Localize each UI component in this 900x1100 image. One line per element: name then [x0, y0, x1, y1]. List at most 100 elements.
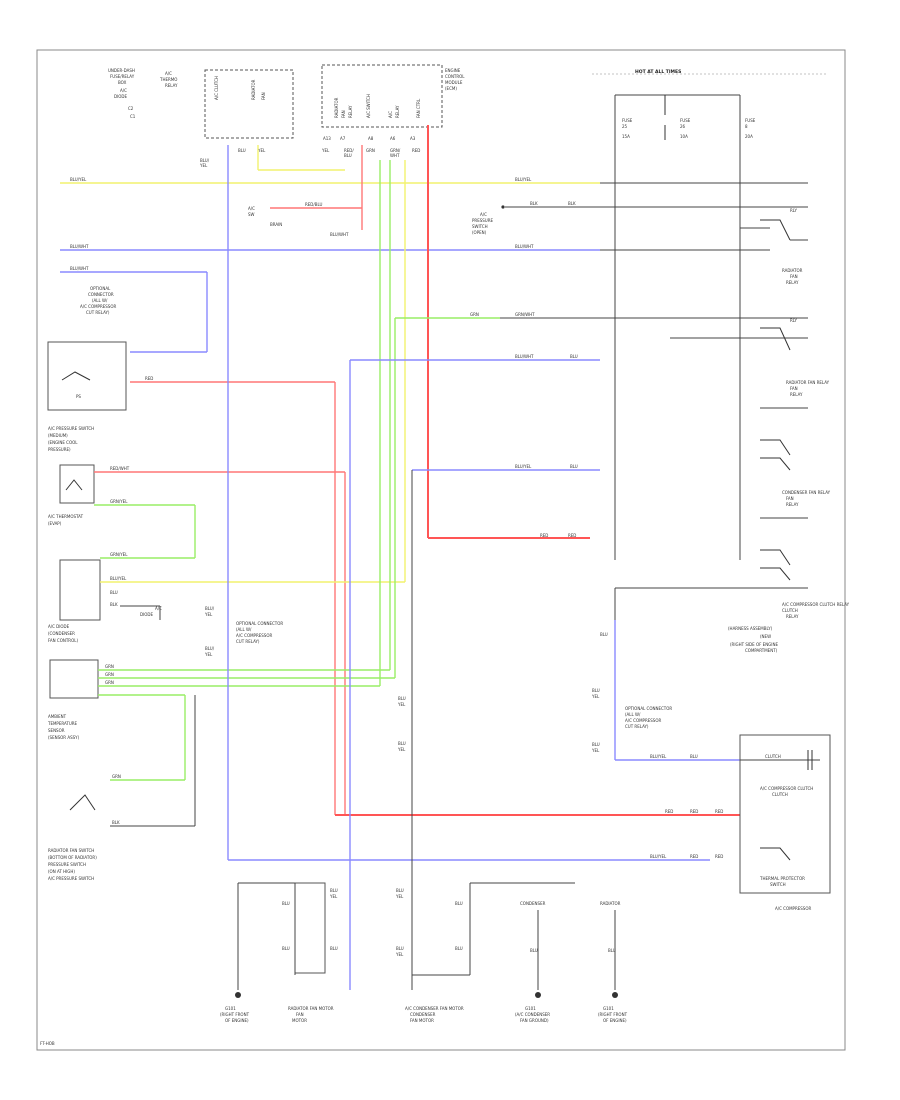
svg-text:A13: A13: [323, 136, 331, 141]
svg-text:(BOTTOM OF RADIATOR): (BOTTOM OF RADIATOR): [48, 855, 97, 860]
svg-text:RELAY: RELAY: [165, 83, 178, 88]
label-g101-a: G101: [225, 1006, 236, 1011]
svg-text:A3: A3: [410, 136, 416, 141]
svg-text:26: 26: [680, 124, 686, 129]
svg-text:RELAY: RELAY: [786, 280, 799, 285]
svg-text:YEL: YEL: [591, 694, 600, 699]
svg-text:(EVAP): (EVAP): [48, 521, 62, 526]
label-radiator-fan-relay: RADIATOR FAN RELAY: [786, 380, 830, 385]
label-radiator-fan-motor: RADIATOR FAN MOTOR: [288, 1006, 334, 1011]
label-ac-pressure-switch-2: A/C PRESSURE SWITCH: [48, 876, 94, 881]
svg-text:BLU/: BLU/: [200, 158, 210, 163]
svg-text:FAN: FAN: [786, 496, 794, 501]
svg-text:RADIATOR: RADIATOR: [251, 79, 256, 100]
svg-text:RELAY: RELAY: [395, 105, 400, 118]
center-vertical-wires: A/C SW RED/BLU BRAIN BLU/WHT BLU/WHT BLU…: [204, 125, 808, 990]
svg-text:BLU/: BLU/: [205, 606, 215, 611]
svg-text:15A: 15A: [622, 134, 630, 139]
right-relays: RLY RADIATOR FAN RELAY FAN RELAY CONDENS…: [591, 318, 850, 761]
svg-text:YEL: YEL: [395, 894, 404, 899]
svg-text:YEL: YEL: [397, 747, 406, 752]
svg-text:GRN: GRN: [105, 680, 114, 685]
svg-text:FAN: FAN: [341, 110, 346, 118]
svg-text:FUSE: FUSE: [680, 118, 691, 123]
svg-text:A/C SWITCH: A/C SWITCH: [366, 94, 371, 118]
svg-text:BLU/WHT: BLU/WHT: [515, 244, 534, 249]
green-sensor-wiring: GRN/YEL GRN/YEL BLU/YEL BLU BLK A/C DIOD…: [59, 160, 406, 621]
label-ac-diode: A/C DIODE: [48, 624, 70, 629]
svg-text:BLK: BLK: [110, 602, 118, 607]
svg-text:RED: RED: [412, 148, 420, 153]
svg-text:(ALL W/: (ALL W/: [625, 712, 641, 717]
svg-text:OPTIONAL: OPTIONAL: [90, 286, 111, 291]
label-g101-c: G101: [603, 1006, 614, 1011]
svg-text:GRN/YEL: GRN/YEL: [110, 552, 128, 557]
label-ac-compressor: A/C COMPRESSOR: [775, 906, 811, 911]
svg-text:OPTIONAL CONNECTOR: OPTIONAL CONNECTOR: [625, 706, 672, 711]
svg-text:RED: RED: [690, 854, 698, 859]
svg-text:BLU/YEL: BLU/YEL: [110, 576, 127, 581]
svg-text:BLK: BLK: [530, 201, 538, 206]
svg-text:RED/BLU: RED/BLU: [305, 202, 323, 207]
svg-text:FAN CONTROL): FAN CONTROL): [48, 638, 78, 643]
svg-text:BLU/WHT: BLU/WHT: [515, 354, 534, 359]
svg-text:DIODE: DIODE: [140, 612, 153, 617]
svg-text:(MEDIUM): (MEDIUM): [48, 433, 68, 438]
svg-text:(ECM): (ECM): [445, 86, 457, 91]
radiator-fan-relay: RLY RADIATOR FAN RELAY: [740, 208, 808, 285]
radiator-fan-switch: GRN BLK RADIATOR FAN SWITCH (BOTTOM OF R…: [48, 694, 196, 881]
diagram-frame: [36, 49, 846, 1051]
svg-text:BLU: BLU: [608, 948, 616, 953]
svg-text:OF ENGINE): OF ENGINE): [225, 1018, 249, 1023]
svg-text:BLU: BLU: [344, 153, 352, 158]
svg-text:PRESSURE: PRESSURE: [472, 218, 494, 223]
svg-text:BLU: BLU: [592, 742, 600, 747]
svg-text:FAN: FAN: [296, 1012, 304, 1017]
svg-text:YEL: YEL: [199, 163, 208, 168]
svg-text:RED: RED: [690, 809, 698, 814]
svg-text:BLU: BLU: [396, 946, 404, 951]
svg-text:(ALL W/: (ALL W/: [236, 627, 252, 632]
svg-text:C2: C2: [128, 106, 134, 111]
svg-text:YEL: YEL: [329, 894, 338, 899]
svg-text:RELAY: RELAY: [348, 105, 353, 118]
svg-text:PRESSURE SWITCH: PRESSURE SWITCH: [48, 862, 86, 867]
svg-text:BLU: BLU: [330, 888, 338, 893]
svg-text:CONDENSER: CONDENSER: [520, 901, 546, 906]
svg-text:YEL: YEL: [397, 702, 406, 707]
svg-text:SW: SW: [248, 212, 255, 217]
label-ac-pressure-switch: A/C PRESSURE SWITCH: [48, 426, 94, 431]
label-condenser-fan-motor: A/C CONDENSER FAN MOTOR: [405, 1006, 464, 1011]
svg-text:PS: PS: [76, 394, 81, 399]
svg-text:CONNECTOR: CONNECTOR: [88, 292, 114, 297]
svg-text:A/C COMPRESSOR: A/C COMPRESSOR: [625, 718, 661, 723]
svg-text:GRN: GRN: [105, 664, 114, 669]
svg-text:BLU: BLU: [570, 354, 578, 359]
svg-text:BLU/: BLU/: [205, 646, 215, 651]
svg-text:(ON AT HIGH): (ON AT HIGH): [48, 869, 75, 874]
svg-text:RED: RED: [665, 809, 673, 814]
svg-text:TEMPERATURE: TEMPERATURE: [47, 721, 78, 726]
svg-text:BLK: BLK: [112, 820, 120, 825]
label-radiator-fan-switch: RADIATOR FAN SWITCH: [48, 848, 94, 853]
svg-text:BLU/YEL: BLU/YEL: [70, 177, 87, 182]
svg-text:PRESSURE): PRESSURE): [48, 447, 71, 452]
svg-text:RLY: RLY: [790, 208, 797, 213]
label-ac-comp-clutch: A/C COMPRESSOR CLUTCH: [760, 786, 813, 791]
svg-text:RELAY: RELAY: [786, 614, 799, 619]
svg-text:A/C COMPRESSOR: A/C COMPRESSOR: [236, 633, 272, 638]
svg-text:(ALL W/: (ALL W/: [92, 298, 108, 303]
svg-text:GRN/WHT: GRN/WHT: [515, 312, 535, 317]
ac-thermostat: RED/WHT A/C THERMOSTAT (EVAP): [48, 464, 346, 815]
svg-text:GRN: GRN: [105, 672, 114, 677]
svg-text:BLU/WHT: BLU/WHT: [70, 266, 89, 271]
svg-text:FAN: FAN: [790, 386, 798, 391]
svg-text:BLU: BLU: [570, 464, 578, 469]
svg-text:(SENSOR ASSY): (SENSOR ASSY): [48, 735, 80, 740]
svg-text:FAN: FAN: [790, 274, 798, 279]
svg-text:OF ENGINE): OF ENGINE): [603, 1018, 627, 1023]
svg-text:SWITCH: SWITCH: [472, 224, 488, 229]
footer-code: FT-HOB: [40, 1041, 55, 1046]
label-condenser-fan-relay: CONDENSER FAN RELAY: [782, 490, 831, 495]
svg-text:(A/C CONDENSER: (A/C CONDENSER: [515, 1012, 550, 1017]
